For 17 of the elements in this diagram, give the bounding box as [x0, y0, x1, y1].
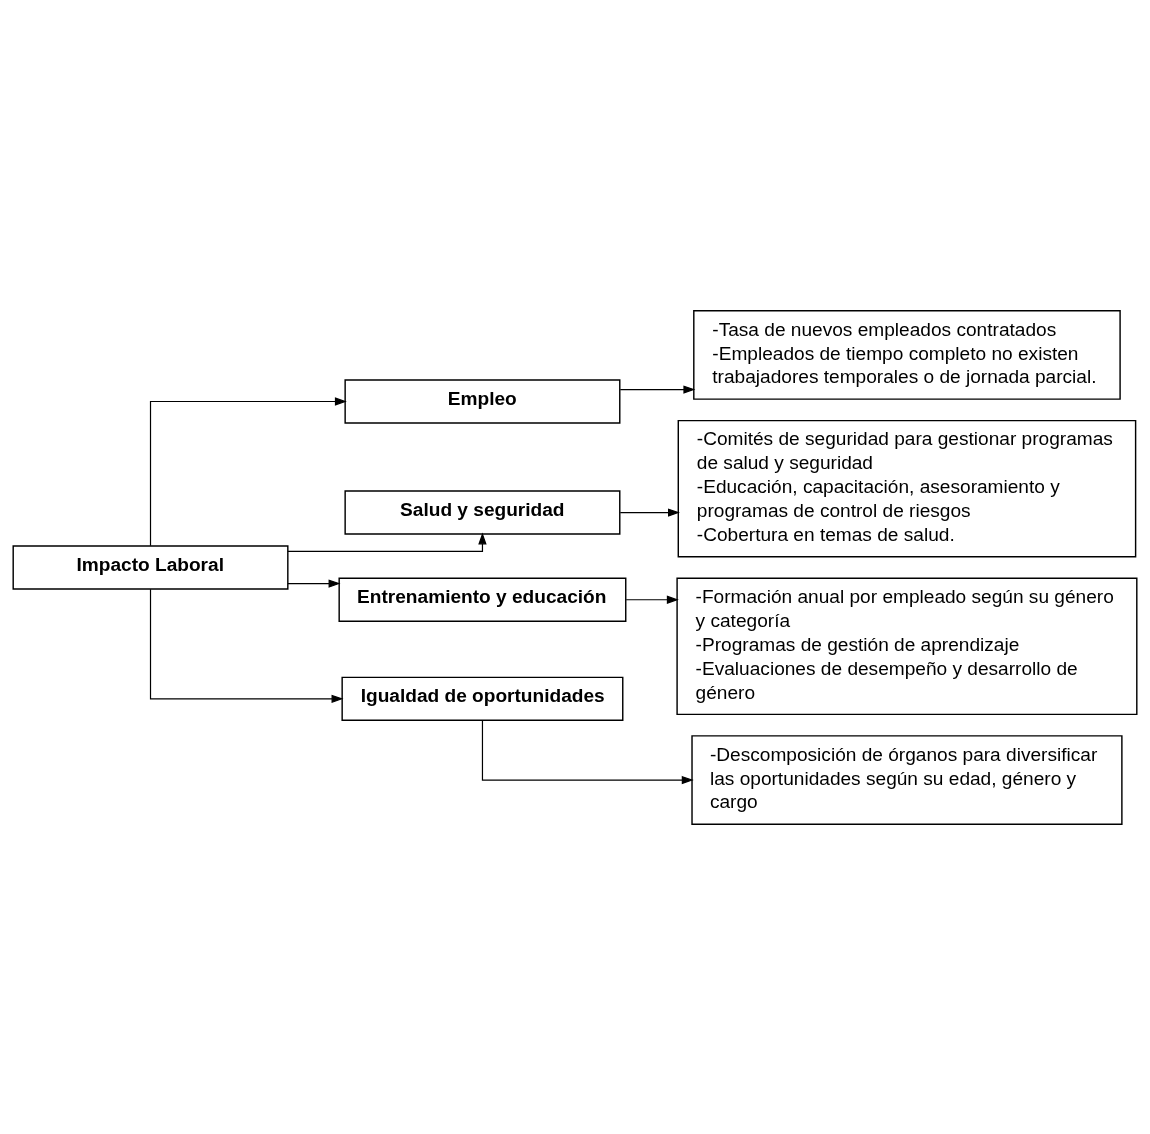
arrow	[619, 384, 696, 394]
node-box: -Comités de seguridad para gestionar programas de salud y seguridad -Educación, capacitación, asesoramiento y programas de control de riesgos -Cobertura en temas de salud.	[677, 419, 1137, 557]
arrow	[619, 507, 680, 517]
arrow	[287, 578, 341, 588]
arrow	[149, 588, 344, 703]
node-box: Igualdad de oportunidades	[341, 676, 624, 721]
arrow	[149, 396, 347, 546]
arrow	[481, 719, 694, 784]
node-box: Empleo	[344, 378, 621, 424]
node-box: Impacto Laboral	[12, 544, 289, 590]
node-box: Entrenamiento y educación	[338, 577, 627, 622]
node-box: -Descomposición de órganos para diversificar las oportunidades según su edad, género y cargo	[691, 734, 1123, 825]
arrow	[287, 531, 487, 552]
node-box: -Tasa de nuevos empleados contratados -Empleados de tiempo completo no existen trabajadores temporales o de jornada parcial.	[693, 309, 1121, 400]
node-box: -Formación anual por empleado según su género y categoría -Programas de gestión de aprendizaje -Evaluaciones de desempeño y desarrollo de género	[676, 577, 1138, 715]
arrow	[625, 595, 679, 604]
node-box: Salud y seguridad	[344, 489, 621, 535]
